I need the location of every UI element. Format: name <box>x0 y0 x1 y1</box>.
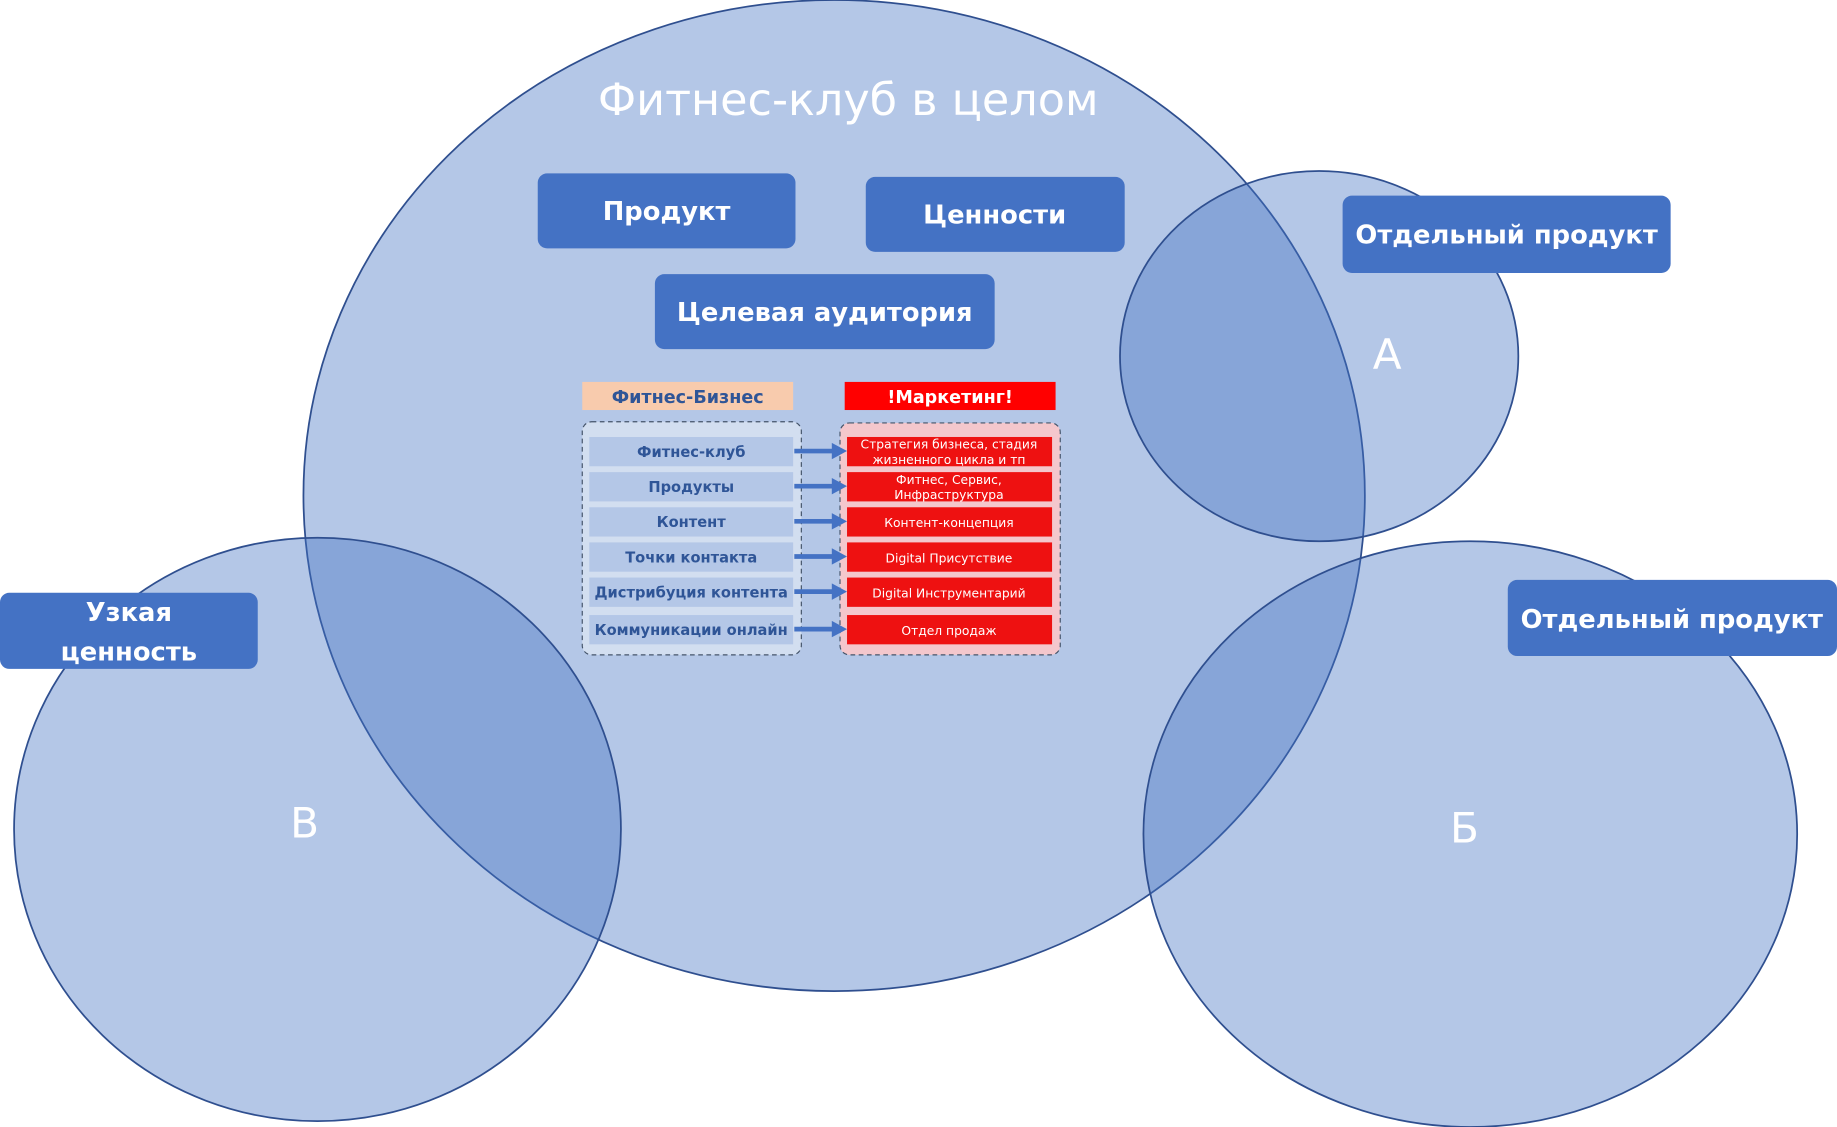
label-b: Б <box>1450 803 1479 852</box>
box-narrow-value <box>0 592 258 669</box>
left-header: Фитнес-Бизнес <box>612 388 764 408</box>
business-row <box>589 507 794 537</box>
box-narrow-value-line2: ценность <box>61 638 197 668</box>
arrow-head-icon <box>831 442 848 460</box>
box-separate-product-2 <box>1507 579 1837 657</box>
box-separate-product-2-label: Отдельный продукт <box>1521 605 1823 635</box>
box-product <box>537 173 796 249</box>
diagram-title: Фитнес-клуб в целом <box>598 75 1099 126</box>
marketing-row-label: жизненного цикла и тп <box>872 453 1025 467</box>
arrow-head-icon <box>831 477 848 495</box>
marketing-row <box>847 615 1053 645</box>
marketing-row <box>847 472 1053 502</box>
marketing-row <box>847 436 1053 467</box>
business-row <box>589 472 794 502</box>
circle-b <box>1142 540 1798 1127</box>
marketing-row <box>847 507 1053 537</box>
box-product-label: Продукт <box>603 197 731 227</box>
business-row-label: Фитнес-клуб <box>637 444 745 461</box>
box-separate-product-1 <box>1342 195 1671 273</box>
business-row <box>589 577 794 607</box>
arrow-head-icon <box>831 583 848 600</box>
box-audience-label: Целевая аудитория <box>677 298 973 328</box>
box-values <box>865 176 1125 252</box>
business-row <box>589 542 794 572</box>
business-row-label: Точки контакта <box>625 549 757 566</box>
arrow-head-icon <box>831 513 848 530</box>
right-header-bg <box>844 381 1056 411</box>
arrow-head-icon <box>831 548 848 565</box>
right-header: !Маркетинг! <box>887 388 1013 408</box>
business-row-label: Коммуникации онлайн <box>595 622 788 639</box>
marketing-row-label: Инфраструктура <box>894 488 1003 502</box>
box-separate-product-1-label: Отдельный продукт <box>1355 221 1657 251</box>
marketing-row <box>847 577 1053 607</box>
circle-v <box>13 536 622 1123</box>
business-row-label: Контент <box>657 514 727 531</box>
marketing-row-label: Стратегия бизнеса, стадия <box>861 438 1038 452</box>
marketing-row-label: Фитнес, Сервис, <box>896 473 1002 487</box>
label-a: А <box>1373 330 1402 379</box>
box-narrow-value-line1: Узкая <box>86 598 172 628</box>
marketing-row-label: Digital Инструментарий <box>872 586 1025 600</box>
arrow-head-icon <box>831 620 848 638</box>
marketing-row-label: Digital Присутствие <box>886 551 1013 565</box>
box-values-label: Ценности <box>923 201 1066 231</box>
left-header-bg <box>582 381 794 411</box>
marketing-row <box>847 542 1053 572</box>
marketing-row-label: Контент-концепция <box>884 516 1013 530</box>
business-row-label: Дистрибуция контента <box>595 584 788 601</box>
marketing-row-label: Отдел продаж <box>901 624 996 638</box>
box-audience <box>654 274 995 350</box>
business-row-label: Продукты <box>648 479 734 496</box>
label-v: В <box>290 799 319 848</box>
business-row <box>589 615 794 645</box>
business-row <box>589 436 794 467</box>
